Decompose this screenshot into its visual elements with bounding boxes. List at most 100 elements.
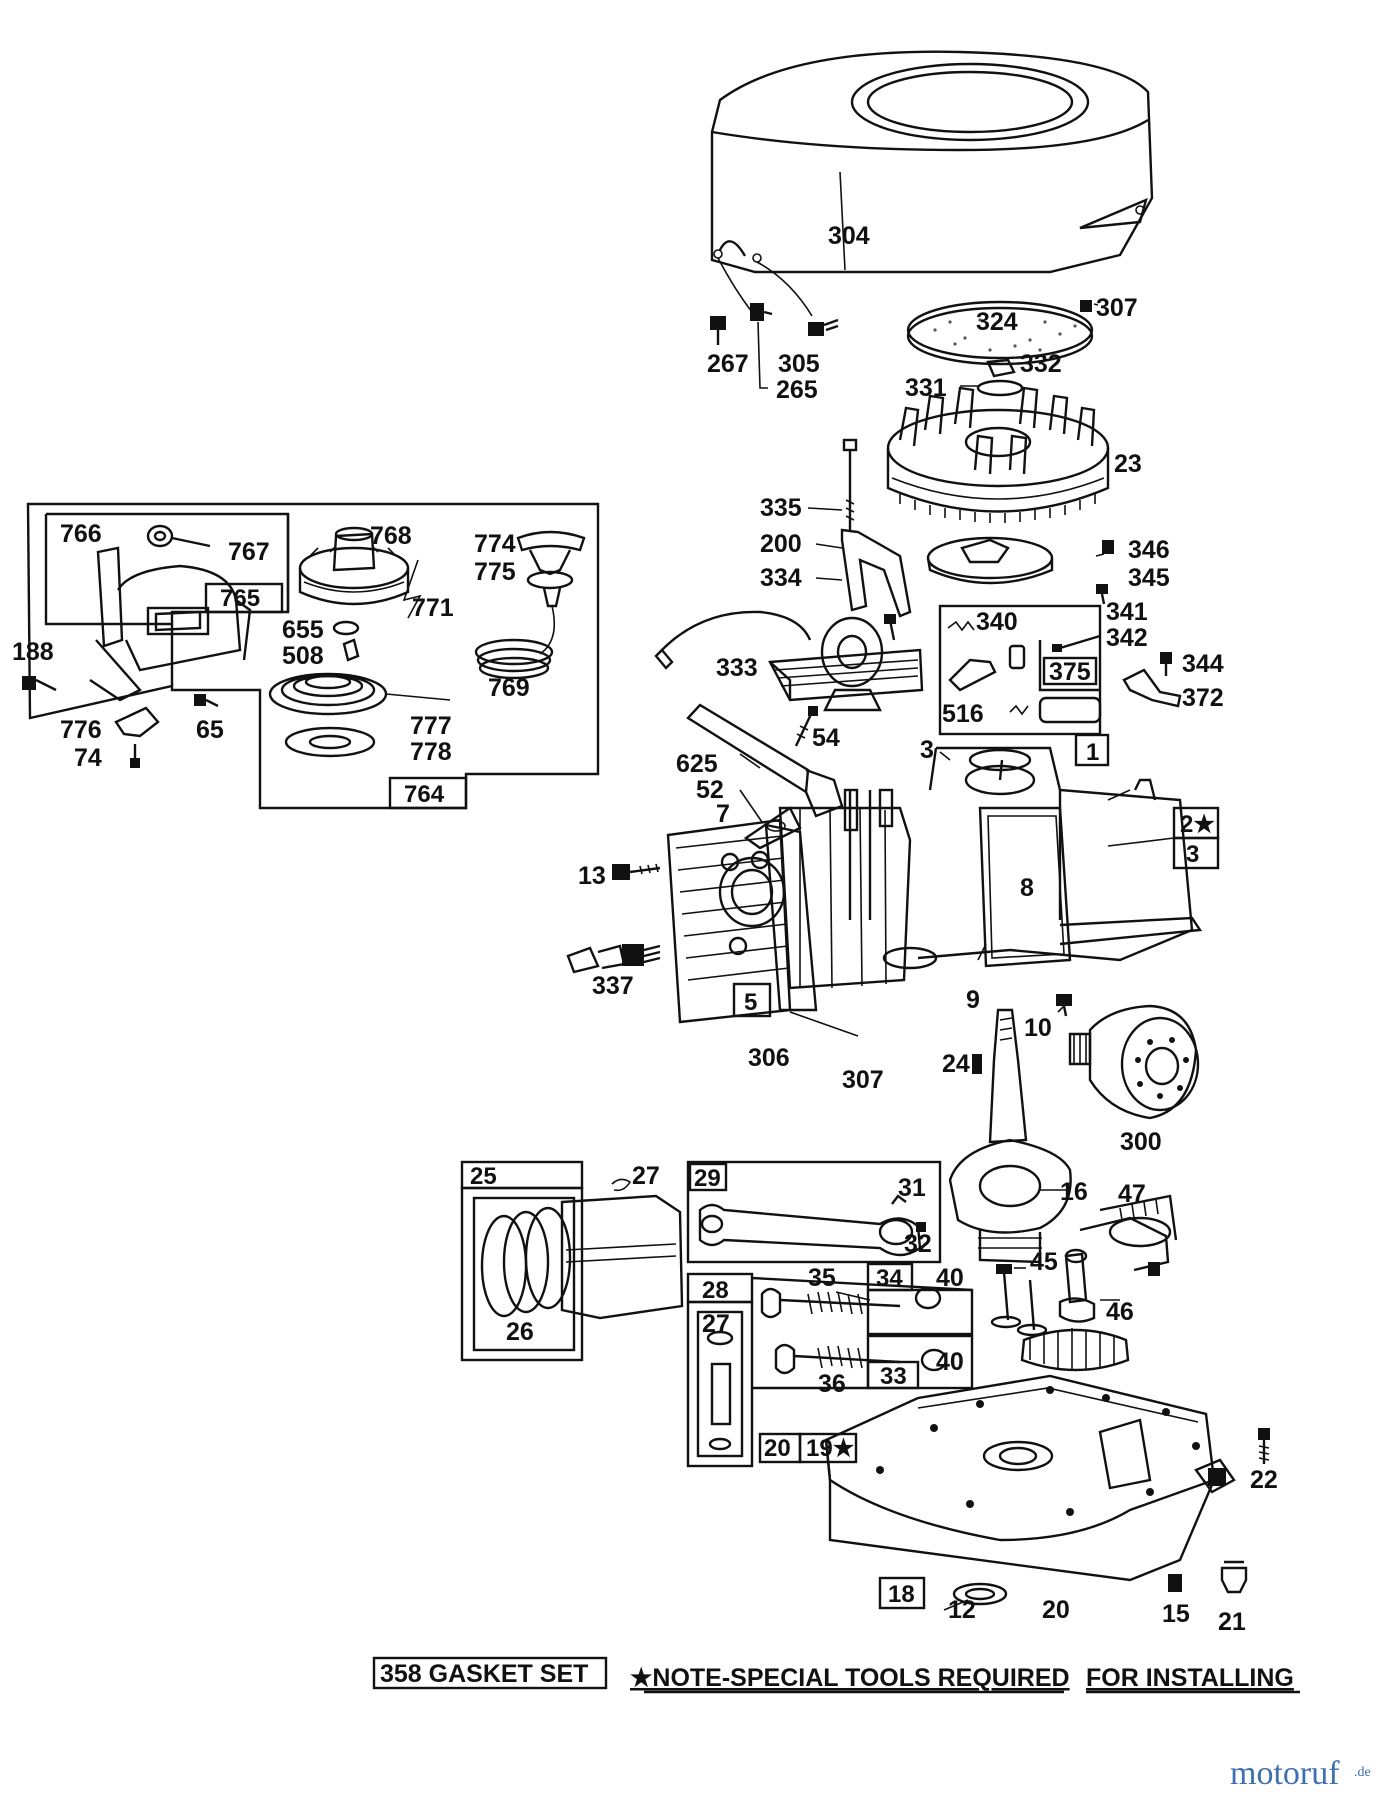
flywheel-key [972,1054,982,1074]
label-3b: 3 [1186,841,1199,868]
for-installing-note: FOR INSTALLING [1086,1664,1294,1692]
starter-housing-drawing [89,546,252,702]
label-20-seal: 20 [1042,1596,1070,1624]
label-13: 13 [578,862,606,890]
label-625: 625 [676,750,718,778]
label-775: 775 [474,558,516,586]
label-27-valve: 27 [702,1310,730,1338]
drain-plug [1168,1574,1182,1592]
label-35: 35 [808,1264,836,1292]
label-337: 337 [592,972,634,1000]
oil-fill-plug-drawing [1220,1560,1248,1594]
label-342: 342 [1106,624,1148,652]
label-33: 33 [880,1363,907,1390]
label-40-bottom: 40 [936,1348,964,1376]
label-31: 31 [898,1174,926,1202]
label-334: 334 [760,564,802,592]
camshaft-drawing [1020,1248,1130,1372]
label-372: 372 [1182,684,1224,712]
gasket-set-label: 358 GASKET SET [380,1660,588,1688]
label-65: 65 [196,716,224,744]
label-767: 767 [228,538,270,566]
label-29: 29 [694,1165,721,1192]
starter-clip-drawing [114,706,160,768]
label-304: 304 [828,222,870,250]
label-300: 300 [1120,1128,1162,1156]
starter-spring-771 [402,559,422,619]
label-23: 23 [1114,450,1142,478]
label-5: 5 [744,989,757,1016]
label-344: 344 [1182,650,1224,678]
label-188: 188 [12,638,54,666]
starter-pulley-drawing [298,526,410,606]
label-345: 345 [1128,564,1170,592]
starter-rope-drawing [474,638,554,680]
starter-screw-65 [194,694,219,708]
label-265: 265 [776,376,818,404]
label-47: 47 [1118,1180,1146,1208]
label-52: 52 [696,776,724,804]
cylinder-block-drawing [666,746,1203,1024]
label-40-top: 40 [936,1264,964,1292]
label-346: 346 [1128,536,1170,564]
crankcase-sump-drawing [824,1374,1236,1582]
label-305: 305 [778,350,820,378]
breaker-cover-drawing [926,536,1114,585]
starter-handle-drawing [516,530,586,655]
watermark-tld: .de [1354,1765,1371,1780]
condenser-clip-drawing [1122,652,1182,708]
label-508: 508 [282,642,324,670]
leader-lines [739,303,1175,1611]
label-32: 32 [904,1230,932,1258]
head-bolt-drawing [612,863,661,880]
tappets-drawing [990,1264,1048,1337]
label-46: 46 [1106,1298,1134,1326]
label-777: 777 [410,712,452,740]
valves-drawing [706,1286,948,1451]
label-1: 1 [1086,739,1099,766]
label-22: 22 [1250,1466,1278,1494]
flywheel-drawing [886,386,1110,523]
label-34: 34 [876,1265,903,1292]
label-200: 200 [760,530,802,558]
label-768: 768 [370,522,412,550]
label-7: 7 [716,800,730,828]
label-375: 375 [1049,658,1091,686]
label-18: 18 [888,1581,915,1608]
label-3a: 3 [920,736,934,764]
label-2-star: 2★ [1180,811,1215,838]
label-267: 267 [707,350,749,378]
recoil-spring-drawing [268,672,451,758]
label-655: 655 [282,616,324,644]
label-19-star: 19★ [806,1435,855,1462]
label-54: 54 [812,724,840,752]
armature-bracket-drawing [840,438,912,618]
blower-housing-drawing [710,50,1154,317]
label-12: 12 [948,1596,976,1624]
magneto-armature-drawing [654,610,924,712]
bearing-seal-boxes [758,1432,858,1464]
label-21: 21 [1218,1608,1246,1636]
label-774: 774 [474,530,516,558]
footer-notes: 358 GASKET SET ★NOTE-SPECIAL TOOLS REQUI… [380,1660,1300,1694]
label-306: 306 [748,1044,790,1072]
label-28: 28 [702,1277,729,1304]
connecting-rod-box [686,1160,942,1264]
label-45: 45 [1030,1248,1058,1276]
label-516: 516 [942,700,984,728]
cover-screw-drawing [1056,994,1072,1017]
part-labels: 304 307 324 267 305 265 331 332 23 335 2… [12,222,1278,1636]
oil-seal-drawing [952,1582,1008,1606]
label-307-mid: 307 [842,1066,884,1094]
piston-box [460,1160,684,1362]
label-333: 333 [716,654,758,682]
label-341: 341 [1106,598,1148,626]
label-776: 776 [60,716,102,744]
label-36: 36 [818,1370,846,1398]
label-27-piston: 27 [632,1162,660,1190]
muffler-drawing [1068,1004,1200,1120]
label-24: 24 [942,1050,970,1078]
label-324: 324 [976,308,1018,336]
label-frames [204,582,1220,1690]
special-tools-note: ★NOTE-SPECIAL TOOLS REQUIRED [630,1664,1070,1692]
